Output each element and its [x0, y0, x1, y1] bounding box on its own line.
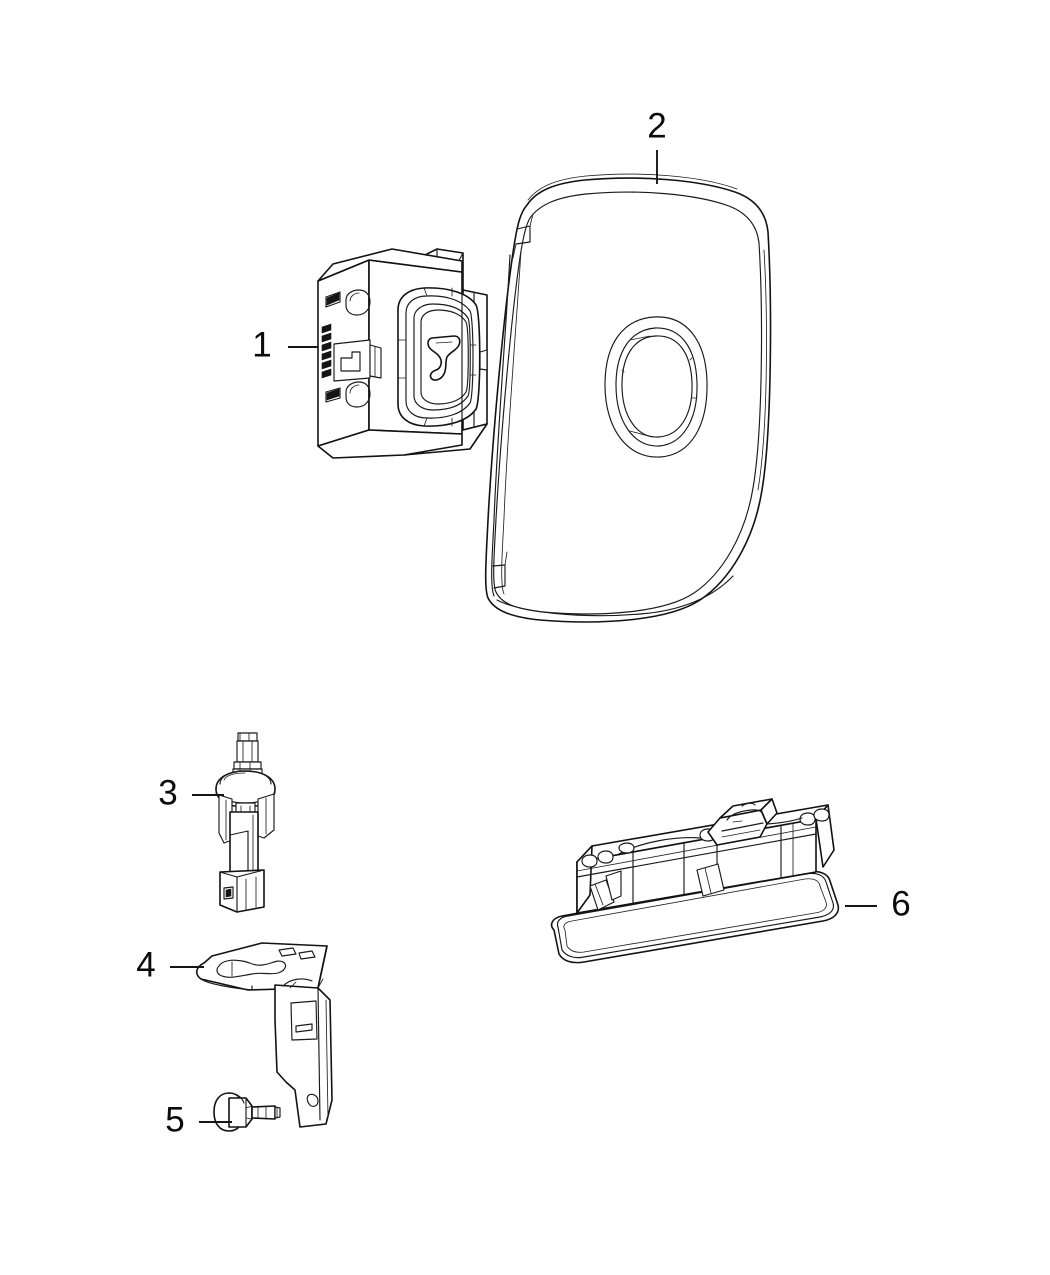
callout-number-2: 2: [647, 106, 666, 145]
part-1-latch-striker-assembly: [317, 248, 488, 459]
part-5-screw-bolt: [213, 1092, 281, 1132]
callout-layer: 1 2 3 4 5 6: [136, 106, 910, 1139]
part-1-serration-texture: [321, 323, 332, 379]
callout-number-1: 1: [252, 325, 271, 364]
part-4-mounting-bracket: [195, 942, 333, 1128]
callout-number-4: 4: [136, 945, 155, 984]
callout-number-3: 3: [158, 773, 177, 812]
part-2-trim-bezel-cover: [484, 173, 772, 623]
callout-number-6: 6: [891, 884, 910, 923]
part-6-lamp-assembly: [550, 798, 840, 964]
part-2-oval-aperture: [604, 316, 708, 458]
callout-number-5: 5: [165, 1100, 184, 1139]
part-3-sensor-switch: [215, 732, 276, 913]
